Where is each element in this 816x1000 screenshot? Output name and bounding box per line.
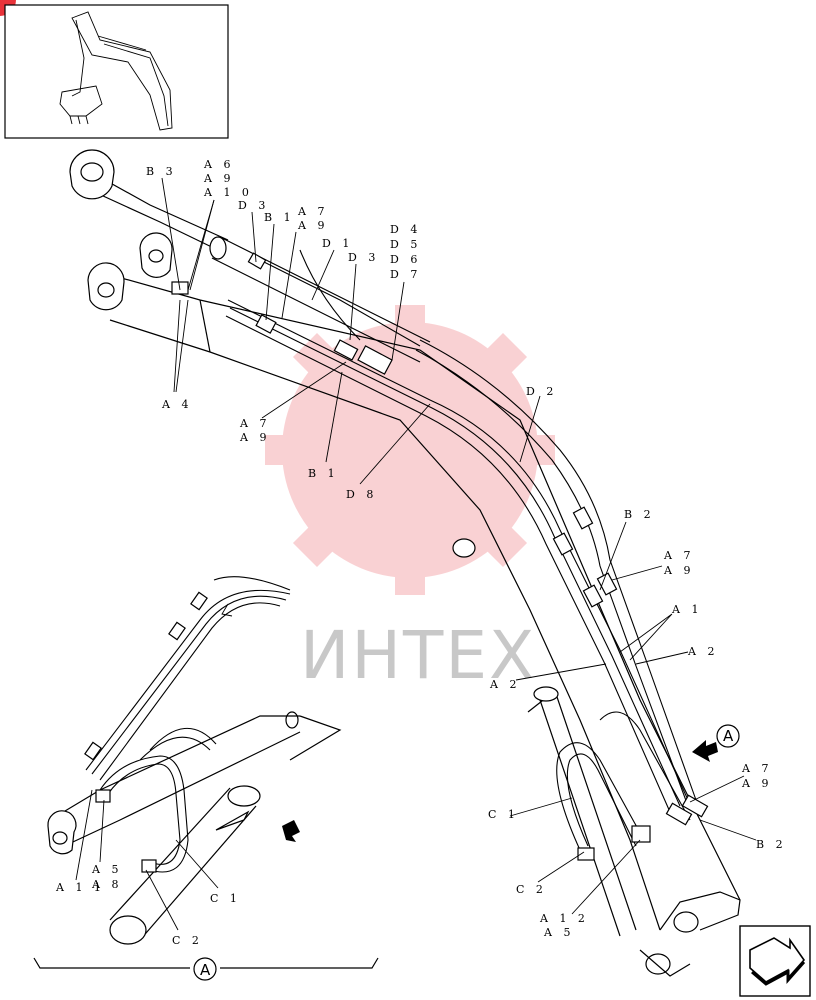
callout-a12: A 1 2: [539, 912, 589, 925]
detail-view-a: A: [33, 576, 379, 981]
callout-b1: B 1: [308, 467, 339, 480]
leader-lines: [161, 177, 757, 915]
callout-a9: A 9: [239, 431, 270, 444]
callout-a9: A 9: [297, 219, 328, 232]
callout-b2: B 2: [624, 508, 655, 521]
callout-d8: D 8: [346, 488, 377, 501]
watermark-logo: [265, 305, 555, 595]
callout-d3: D 3: [238, 199, 269, 212]
view-marker-a: A: [723, 727, 734, 745]
callout-a11: A 1 1: [55, 881, 105, 894]
callout-a7: A 7: [741, 762, 772, 775]
callout-a9: A 9: [741, 777, 772, 790]
callout-a5: A 5: [543, 926, 574, 939]
callout-a7: A 7: [239, 417, 270, 430]
callout-b2: B 2: [756, 838, 787, 851]
callout-c1: C 1: [210, 892, 241, 905]
callout-d5: D 5: [390, 238, 421, 251]
callout-labels: B 3 A 6 A 9 A 1 0 D 3 B 1 A 7 A 9 D 1 D …: [55, 158, 787, 947]
callout-a7: A 7: [663, 549, 694, 562]
callout-d6: D 6: [390, 253, 421, 266]
callout-a10: A 1 0: [203, 186, 253, 199]
callout-d1: D 1: [322, 237, 353, 250]
view-arrow: A: [692, 724, 740, 762]
callout-b3: B 3: [146, 165, 177, 178]
callout-a5: A 5: [91, 863, 122, 876]
boom-structure: [69, 149, 741, 977]
callout-a8: A 8: [91, 878, 122, 891]
overview-thumbnail: [4, 4, 229, 139]
callout-c2: C 2: [172, 934, 203, 947]
callout-c2: C 2: [516, 883, 547, 896]
callout-c1: C 1: [488, 808, 519, 821]
callout-a7: A 7: [297, 205, 328, 218]
callout-d3: D 3: [348, 251, 379, 264]
next-page-arrow-icon[interactable]: [739, 925, 811, 997]
callout-a9: A 9: [203, 172, 234, 185]
callout-a9: A 9: [663, 564, 694, 577]
watermark-text: ИНТЕХ: [300, 617, 536, 694]
callout-a6: A 6: [203, 158, 234, 171]
callout-d4: D 4: [390, 223, 421, 236]
callout-b1: B 1: [264, 211, 295, 224]
callout-a2: A 2: [489, 678, 520, 691]
callout-a1: A 1: [671, 603, 702, 616]
callout-d2: D 2: [526, 385, 557, 398]
hose-bundle: [171, 249, 709, 861]
callout-a2: A 2: [687, 645, 718, 658]
callout-a4: A 4: [161, 398, 192, 411]
callout-d7: D 7: [390, 268, 421, 281]
detail-view-letter: A: [200, 961, 211, 979]
